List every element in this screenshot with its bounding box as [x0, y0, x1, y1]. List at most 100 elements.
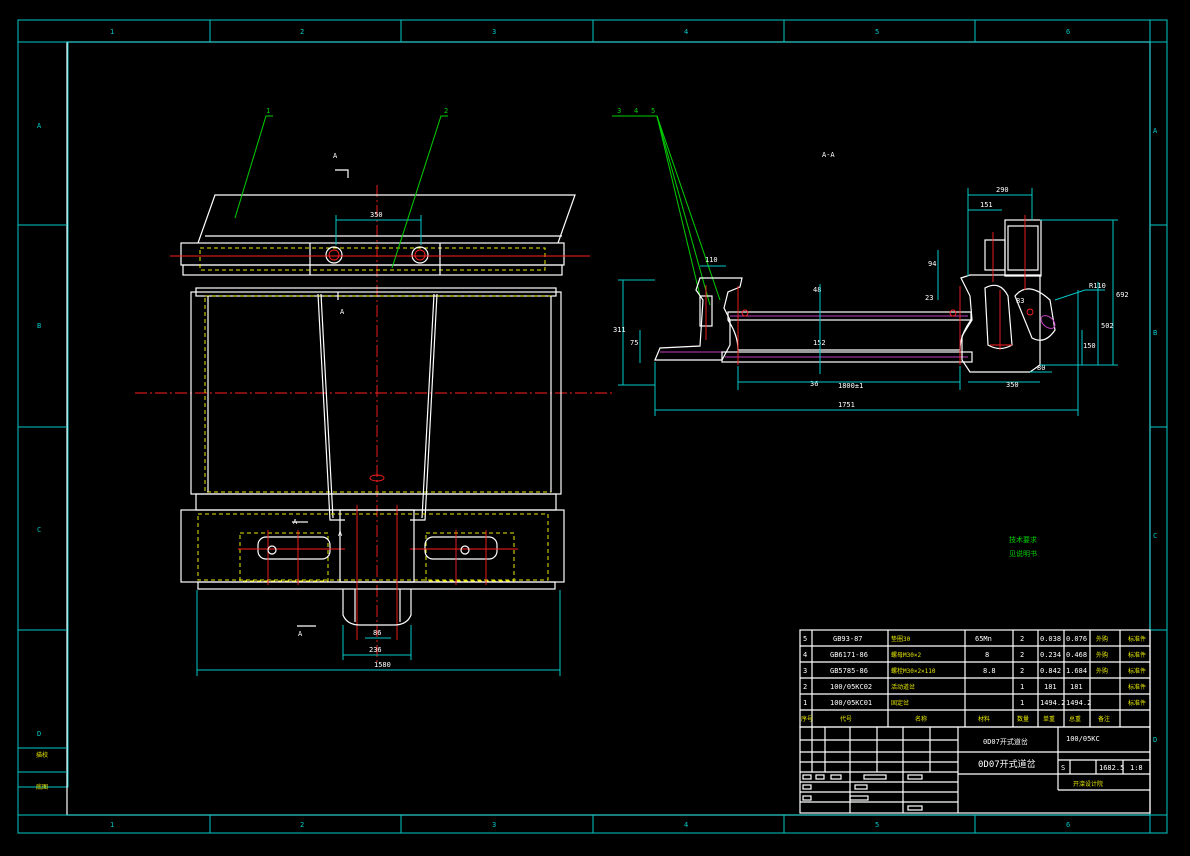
svg-text:标准件: 标准件 [1128, 699, 1146, 707]
dim-overall-width: 1580 [374, 661, 391, 669]
svg-text:0.038: 0.038 [1040, 635, 1061, 643]
svg-text:2: 2 [1020, 667, 1024, 675]
svg-text:活动道岔: 活动道岔 [891, 683, 915, 691]
svg-text:外购: 外购 [1096, 651, 1108, 659]
svg-text:1494.2: 1494.2 [1066, 699, 1091, 707]
row-labels: A B C D A B C D [37, 122, 1158, 744]
drawing-code: 100/05KC [1066, 735, 1100, 743]
column-ticks [18, 20, 1167, 833]
row-label-right-a: A [1153, 127, 1158, 135]
dim-150: 150 [1083, 342, 1096, 350]
row-label-left-b: B [37, 322, 41, 330]
row-label-left-a: A [37, 122, 42, 130]
svg-text:100/05KC02: 100/05KC02 [830, 683, 872, 691]
col-label-bottom-1: 1 [110, 821, 114, 829]
svg-text:100/05KC01: 100/05KC01 [830, 699, 872, 707]
svg-text:名称: 名称 [915, 715, 927, 723]
bom-header: 序号 代号 名称 材料 数量 单重 总重 备注 [801, 715, 1110, 723]
col-label-top-4: 4 [684, 28, 688, 36]
svg-text:外购: 外购 [1096, 667, 1108, 675]
svg-text:5: 5 [803, 635, 807, 643]
section-view-title: A-A [822, 151, 835, 159]
svg-text:GB6171-86: GB6171-86 [830, 651, 868, 659]
dim-bottom-mid: 236 [369, 646, 382, 654]
svg-text:1: 1 [803, 699, 807, 707]
svg-text:1494.2: 1494.2 [1040, 699, 1065, 707]
dim-80: 80 [1037, 364, 1045, 372]
leader-label-2: 2 [444, 107, 448, 115]
svg-text:0.842: 0.842 [1040, 667, 1061, 675]
svg-text:4: 4 [803, 651, 807, 659]
svg-text:GB5785-86: GB5785-86 [830, 667, 868, 675]
svg-text:数量: 数量 [1017, 715, 1029, 723]
svg-text:1: 1 [1020, 683, 1024, 691]
title-small: 0D07开式道岔 [983, 737, 1028, 746]
row-label-right-d: D [1153, 736, 1157, 744]
col-label-top-2: 2 [300, 28, 304, 36]
dim-r110: R110 [1089, 282, 1106, 290]
company-name: 开滦设计院 [1073, 780, 1103, 788]
dim-36: 36 [810, 380, 818, 388]
svg-text:序号: 序号 [801, 715, 813, 723]
leader-label-5: 5 [651, 107, 655, 115]
dim-350: 350 [1006, 381, 1019, 389]
svg-text:标准件: 标准件 [1128, 667, 1146, 675]
svg-text:1: 1 [1020, 699, 1024, 707]
drawing-title: 0D07开式道岔 [978, 758, 1036, 770]
svg-text:8: 8 [985, 651, 989, 659]
col-label-bottom-2: 2 [300, 821, 304, 829]
section-dimensions: 290 151 110 311 75 48 152 36 1800±1 350 … [613, 186, 1129, 416]
dim-502: 502 [1101, 322, 1114, 330]
front-section-mark-bottom: A [298, 630, 303, 638]
dim-290: 290 [996, 186, 1009, 194]
svg-text:2: 2 [803, 683, 807, 691]
section-view: A-A 3 4 5 [612, 107, 1129, 416]
svg-text:垫圈30: 垫圈30 [891, 635, 911, 643]
svg-text:0.234: 0.234 [1040, 651, 1061, 659]
svg-text:8.8: 8.8 [983, 667, 996, 675]
svg-text:固定岔: 固定岔 [891, 699, 909, 707]
leader-label-3: 3 [617, 107, 621, 115]
inner-frame [66, 41, 1151, 816]
svg-text:181: 181 [1044, 683, 1057, 691]
dim-bottom-inner: 86 [373, 629, 381, 637]
front-section-mark-top: A [333, 152, 338, 160]
dim-692: 692 [1116, 291, 1129, 299]
bom-table: 5 GB93-87 垫圈30 65Mn 2 0.038 0.076 外购 标准件… [799, 629, 1151, 728]
col-label-bottom-4: 4 [684, 821, 688, 829]
leader-label-1: 1 [266, 107, 270, 115]
dim-48: 48 [813, 286, 821, 294]
svg-text:标准件: 标准件 [1128, 651, 1146, 659]
total-weight: 1682.5 [1099, 764, 1124, 772]
svg-text:螺栓M30×2×110: 螺栓M30×2×110 [891, 667, 936, 675]
sheet-letter: S [1061, 764, 1065, 772]
bom-row: 3 GB5785-86 螺栓M30×2×110 8.8 2 0.842 1.68… [803, 667, 1146, 675]
column-labels: 1 2 3 4 5 6 1 2 3 4 5 6 [110, 28, 1070, 829]
col-label-top-3: 3 [492, 28, 496, 36]
dim-151: 151 [980, 201, 993, 209]
technical-notes: 技术要求 见说明书 [1009, 535, 1037, 558]
svg-text:单重: 单重 [1043, 715, 1055, 723]
dim-75: 75 [630, 339, 638, 347]
dim-152: 152 [813, 339, 826, 347]
svg-text:外购: 外购 [1096, 635, 1108, 643]
bom-row: 1 100/05KC01 固定岔 1 1494.2 1494.2 标准件 [803, 699, 1146, 707]
svg-text:备注: 备注 [1098, 715, 1110, 723]
svg-text:181: 181 [1070, 683, 1083, 691]
svg-text:总重: 总重 [1069, 715, 1081, 723]
signature-grid [800, 727, 958, 813]
left-margin-strip [17, 41, 69, 788]
leader-label-4: 4 [634, 107, 638, 115]
col-label-top-5: 5 [875, 28, 879, 36]
dim-94: 94 [928, 260, 936, 268]
svg-text:2: 2 [1020, 651, 1024, 659]
svg-text:1.684: 1.684 [1066, 667, 1087, 675]
dim-top-width: 350 [370, 211, 383, 219]
title-block: 0D07开式道岔 100/05KC 0D07开式道岔 S 1682.5 1:8 … [799, 726, 1151, 814]
svg-text:代号: 代号 [840, 715, 852, 723]
drawing-scale: 1:8 [1130, 764, 1143, 772]
side-label-2: 底图 [36, 783, 48, 791]
row-label-left-c: C [37, 526, 41, 534]
